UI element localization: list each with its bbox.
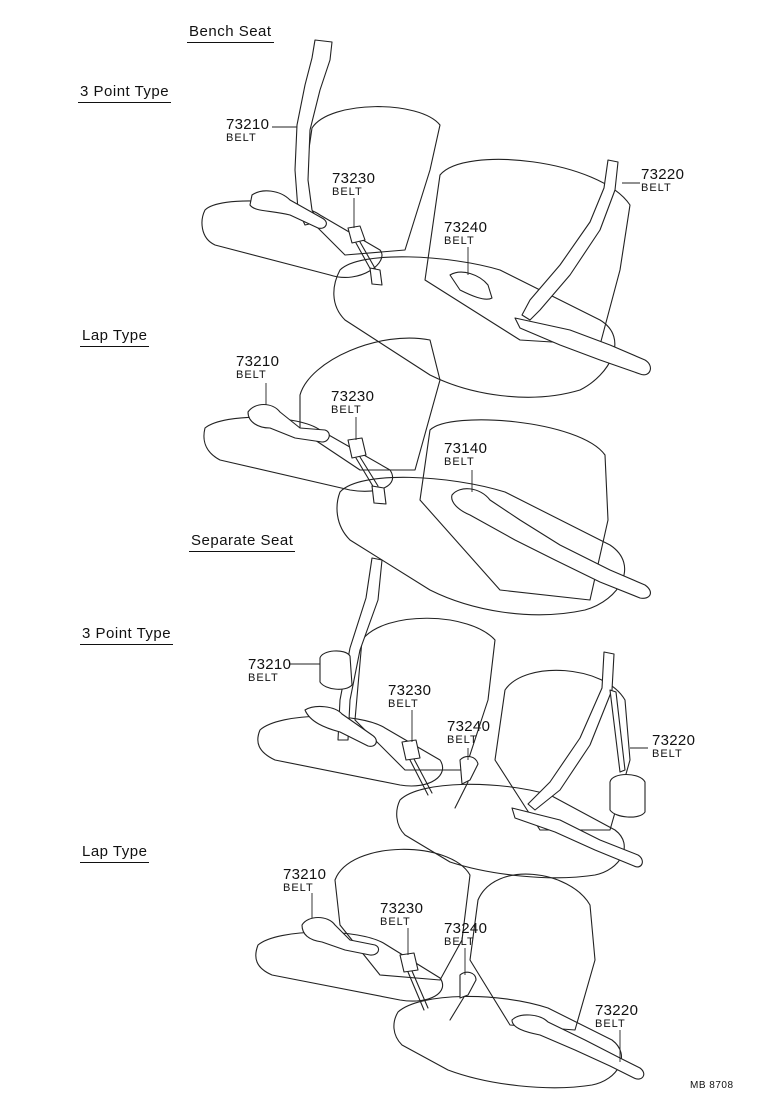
part-number: 73210 [236,353,280,370]
part-number: 73240 [444,920,488,937]
part-number: 73220 [595,1002,639,1019]
bench-3point-illustration [201,39,651,398]
part-name: BELT [641,182,672,194]
part-name: BELT [331,404,362,416]
part-name: BELT [595,1018,626,1030]
part-name: BELT [652,748,683,760]
part-number: 73210 [283,866,327,883]
part-label: 73230 BELT [331,388,375,417]
part-name: BELT [444,235,475,247]
part-name: BELT [248,672,279,684]
header-separate-lap: Lap Type [80,843,150,863]
part-number: 73230 [388,682,432,699]
part-number: 73210 [248,656,292,673]
reference-code: MB 8708 [690,1080,734,1091]
part-label: 73210 BELT [226,116,270,145]
part-label: 73140 BELT [444,440,488,469]
part-number: 73230 [332,170,376,187]
part-label: 73210 BELT [236,353,280,382]
part-number: 73240 [447,718,491,735]
part-number: 73210 [226,116,270,133]
part-name: BELT [388,698,419,710]
header-separate-seat: Separate Seat [189,532,296,552]
separate-lap-illustration [255,848,645,1089]
part-name: BELT [444,936,475,948]
part-number: 73230 [380,900,424,917]
header-bench-lap: Lap Type [80,327,150,347]
header-bench-seat: Bench Seat [187,23,274,43]
part-label: 73230 BELT [380,900,424,929]
part-label: 73230 BELT [388,682,432,711]
part-name: BELT [447,734,478,746]
part-label: 73240 BELT [444,219,488,248]
bench-lap-illustration [203,337,651,616]
header-bench-3point: 3 Point Type [78,83,172,103]
part-name: BELT [380,916,411,928]
part-number: 73220 [641,166,685,183]
part-label: 73220 BELT [595,1002,639,1031]
part-label: 73240 BELT [444,920,488,949]
part-name: BELT [226,132,257,144]
header-separate-3point: 3 Point Type [80,625,174,645]
part-number: 73140 [444,440,488,457]
part-name: BELT [444,456,475,468]
part-label: 73210 BELT [283,866,327,895]
part-label: 73230 BELT [332,170,376,199]
part-label: 73240 BELT [447,718,491,747]
part-name: BELT [236,369,267,381]
leader-lines [265,126,648,1062]
part-name: BELT [332,186,363,198]
part-number: 73240 [444,219,488,236]
part-label: 73220 BELT [641,166,685,195]
part-name: BELT [283,882,314,894]
part-label: 73210 BELT [248,656,292,685]
separate-3point-illustration [257,557,646,879]
part-number: 73220 [652,732,696,749]
part-label: 73220 BELT [652,732,696,761]
part-number: 73230 [331,388,375,405]
